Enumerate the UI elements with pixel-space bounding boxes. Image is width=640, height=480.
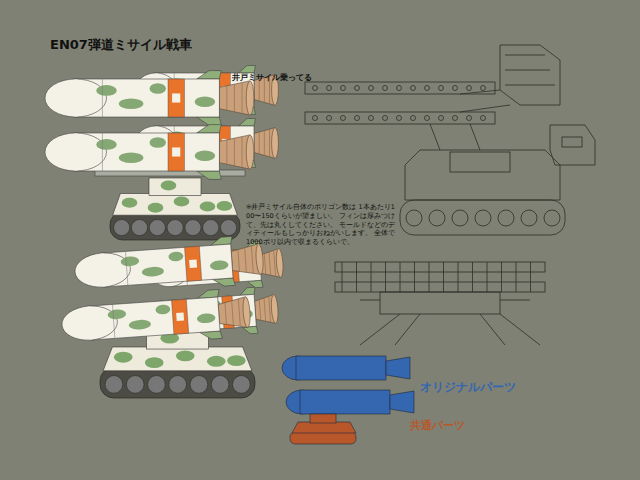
annotation: 井戸ミサイル乗ってる <box>232 73 312 84</box>
note: ※井戸ミサイル自体のポリゴン数は 1本あたり100〜150くらいが望ましい。 フ… <box>246 203 396 247</box>
legend-text: 共通パーツ <box>410 418 465 433</box>
missile <box>73 234 264 296</box>
legend-text: オリジナルパーツ <box>420 379 516 396</box>
original-part-swatch <box>282 356 414 414</box>
side-view-illustration <box>60 234 284 398</box>
tank <box>110 178 240 240</box>
missile <box>45 71 254 126</box>
top-view-illustration <box>45 66 278 240</box>
title: EN07弾道ミサイル戦車 <box>50 36 192 54</box>
missile <box>60 287 251 349</box>
line-sketch <box>305 45 595 345</box>
legend-swatches <box>282 356 414 444</box>
tank <box>100 330 255 398</box>
missile <box>45 125 254 180</box>
common-part-swatch <box>290 414 356 444</box>
